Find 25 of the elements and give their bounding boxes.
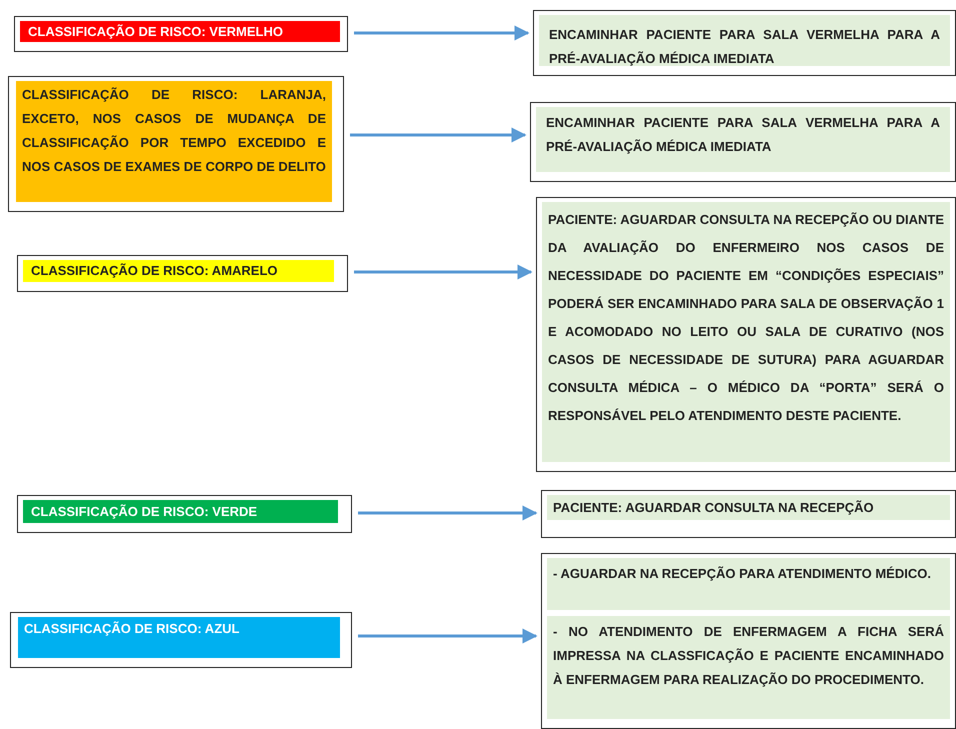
instruction-text: - NO ATENDIMENTO DE ENFERMAGEM A FICHA SERÁ IMPRESSA NA CLASSFICAÇÃO E PACIENTE ENCAMINHADO À ENFERMAGEM PARA REALIZAÇÃO DO PROCEDIMENTO. [547,616,950,719]
instruction-box [541,553,956,729]
arrow [354,264,532,280]
arrow [350,128,526,142]
instruction-box [541,490,956,538]
instruction-text: - AGUARDAR NA RECEPÇÃO PARA ATENDIMENTO MÉDICO. [547,558,950,610]
risk-class-label: CLASSIFICAÇÃO DE RISCO: VERDE [23,500,338,523]
arrow [354,26,530,40]
risk-class-box [14,16,348,52]
risk-class-box [8,76,344,212]
risk-class-box [17,495,352,533]
instruction-text: ENCAMINHAR PACIENTE PARA SALA VERMELHA PARA A PRÉ-AVALIAÇÃO MÉDICA IMEDIATA [539,15,950,66]
instruction-text: ENCAMINHAR PACIENTE PARA SALA VERMELHA PARA A PRÉ-AVALIAÇÃO MÉDICA IMEDIATA [536,107,950,172]
risk-class-box [17,255,348,292]
instruction-text: PACIENTE: AGUARDAR CONSULTA NA RECEPÇÃO OU DIANTE DA AVALIAÇÃO DO ENFERMEIRO NOS CASOS DE NECESSIDADE DO PACIENTE EM “CONDIÇÕES ESPECIAIS” PODERÁ SER ENCAMINHADO PARA SALA DE OBSERVAÇÃO 1 E ACOMODADO NO LEITO OU SALA DE CURATIVO (NOS CASOS DE NECESSIDADE DE SUTURA) PARA AGUARDAR CONSULTA MÉDICA – O MÉDICO DA “PORTA” SERÁ O RESPONSÁVEL PELO ATENDIMENTO DESTE PACIENTE. [542,202,950,462]
risk-class-label: CLASSIFICAÇÃO DE RISCO: LARANJA, EXCETO, NOS CASOS DE MUDANÇA DE CLASSIFICAÇÃO POR TEMPO EXCEDIDO E NOS CASOS DE EXAMES DE CORPO DE DELITO [16,81,332,202]
instruction-box [530,102,956,182]
risk-class-label: CLASSIFICAÇÃO DE RISCO: VERMELHO [20,21,340,42]
instruction-text: PACIENTE: AGUARDAR CONSULTA NA RECEPÇÃO [547,495,950,520]
risk-class-label: CLASSIFICAÇÃO DE RISCO: AZUL [18,617,340,658]
risk-class-box [10,612,352,668]
instruction-box [533,10,956,76]
arrow [358,506,538,520]
arrow [358,628,538,644]
risk-class-label: CLASSIFICAÇÃO DE RISCO: AMARELO [23,260,334,282]
